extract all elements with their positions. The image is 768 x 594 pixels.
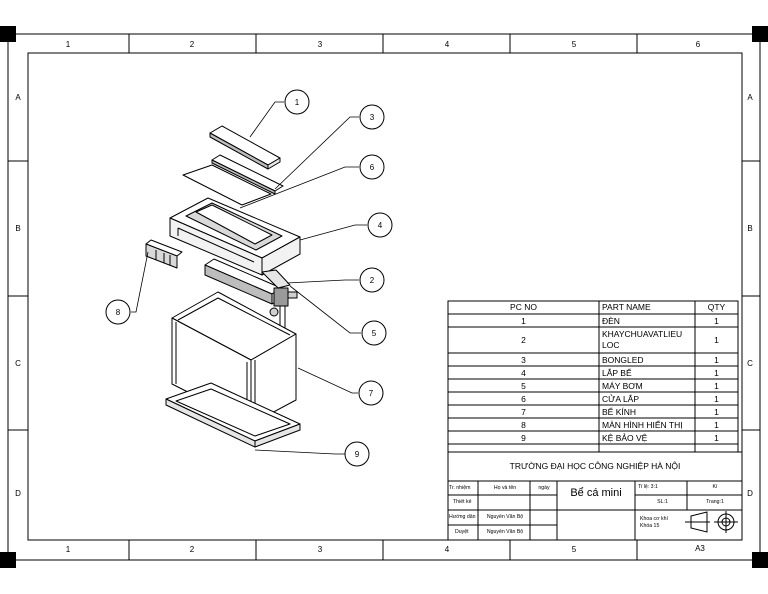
zone-row-a-right: A bbox=[747, 93, 753, 102]
bom-no: 3 bbox=[521, 355, 526, 365]
zone-row-b-right: B bbox=[747, 224, 752, 233]
faculty-label: Khoa cơ khí bbox=[640, 516, 668, 522]
bom-qty: 1 bbox=[714, 368, 719, 378]
role-design: Thiết kế bbox=[453, 499, 472, 505]
zone-row-c-right: C bbox=[747, 359, 753, 368]
zone-col-1-bottom: 1 bbox=[66, 545, 71, 554]
balloon-5: 5 bbox=[372, 329, 377, 338]
quantity-label: SL:1 bbox=[657, 499, 668, 505]
bom-header-no: PC NO bbox=[510, 302, 537, 312]
sheet-size-label: A3 bbox=[695, 544, 705, 553]
balloon-7: 7 bbox=[369, 389, 374, 398]
bom-qty: 1 bbox=[714, 316, 719, 326]
bom-name: KỆ BẢO VỆ bbox=[602, 433, 648, 443]
zone-row-d-right: D bbox=[747, 489, 753, 498]
outer-frame bbox=[7, 33, 761, 561]
bom-no: 7 bbox=[521, 407, 526, 417]
zone-col-2-bottom: 2 bbox=[190, 545, 195, 554]
bom-name: MÀN HÌNH HIỂN THỊ bbox=[602, 420, 683, 430]
balloon-group bbox=[105, 89, 393, 467]
bom-name: BONGLED bbox=[602, 355, 644, 365]
page-label: Trang:1 bbox=[706, 499, 724, 505]
bom-name: KHAYCHUAVATLIEU LOC bbox=[602, 329, 683, 350]
bom-name: CỬA LẮP bbox=[602, 394, 640, 404]
zone-row-b-left: B bbox=[15, 224, 20, 233]
drawing-title: Bể cá mini bbox=[570, 487, 622, 499]
course-label: Khóa 15 bbox=[640, 523, 660, 529]
role-instructor: Hướng dẫn bbox=[449, 514, 476, 520]
bom-qty: 1 bbox=[714, 335, 719, 345]
role-approve: Duyệt bbox=[455, 529, 469, 535]
balloon-6: 6 bbox=[370, 163, 375, 172]
zone-ticks bbox=[8, 34, 760, 560]
part-8-display bbox=[145, 239, 183, 269]
zone-col-4-top: 4 bbox=[445, 40, 450, 49]
part-9-base-stand bbox=[165, 382, 301, 448]
bom-table-grid bbox=[447, 300, 739, 453]
title-block-grid bbox=[447, 451, 743, 541]
zone-row-a-left: A bbox=[15, 93, 21, 102]
bom-name: ĐÈN bbox=[602, 316, 620, 326]
sign-label: Kí bbox=[712, 484, 718, 490]
scale-label: Tỉ lệ: 3:1 bbox=[638, 484, 658, 490]
bom-no: 6 bbox=[521, 394, 526, 404]
bom-header-name: PART NAME bbox=[602, 302, 651, 312]
bom-no: 4 bbox=[521, 368, 526, 378]
zone-row-d-left: D bbox=[15, 489, 21, 498]
school-name: TRƯỜNG ĐẠI HỌC CÔNG NGHIỆP HÀ NỘI bbox=[509, 461, 681, 471]
col-date-header: ngày bbox=[538, 485, 550, 491]
zone-col-3-top: 3 bbox=[318, 40, 323, 49]
bom-no: 2 bbox=[521, 335, 526, 345]
balloon-1: 1 bbox=[295, 98, 300, 107]
balloon-9: 9 bbox=[355, 450, 360, 459]
balloon-3: 3 bbox=[370, 113, 375, 122]
bom-header-qty: QTY bbox=[707, 302, 726, 312]
part-6-cover-door bbox=[182, 164, 272, 206]
name-instructor: Nguyễn Văn Bộ bbox=[486, 514, 524, 520]
bom-name: MÁY BƠM bbox=[602, 381, 643, 391]
bom-qty: 1 bbox=[714, 407, 719, 417]
name-approver: Nguyễn Văn Bộ bbox=[486, 529, 524, 535]
col-name-header: Họ và tên bbox=[493, 485, 517, 491]
bom-qty: 1 bbox=[714, 355, 719, 365]
zone-col-5-top: 5 bbox=[572, 40, 577, 49]
part-4-tank-lid bbox=[169, 197, 301, 276]
bom-no: 1 bbox=[521, 316, 526, 326]
bom-name: BỂ KÍNH bbox=[602, 407, 637, 417]
zone-col-2-top: 2 bbox=[190, 40, 195, 49]
bom-no: 5 bbox=[521, 381, 526, 391]
bom-name: LẮP BỂ bbox=[602, 368, 632, 378]
balloon-4: 4 bbox=[378, 221, 383, 230]
bom-qty: 1 bbox=[714, 394, 719, 404]
bom-no: 8 bbox=[521, 420, 526, 430]
role-responsibility: Tr. nhiệm bbox=[449, 485, 471, 491]
zone-col-5-bottom: 5 bbox=[572, 545, 577, 554]
bom-qty: 1 bbox=[714, 420, 719, 430]
zone-col-3-bottom: 3 bbox=[318, 545, 323, 554]
bom-no: 9 bbox=[521, 433, 526, 443]
part-1-light bbox=[209, 125, 281, 170]
zone-col-4-bottom: 4 bbox=[445, 545, 450, 554]
bom-qty: 1 bbox=[714, 381, 719, 391]
projection-symbol-icon bbox=[685, 511, 738, 533]
balloon-2: 2 bbox=[370, 276, 375, 285]
zone-row-c-left: C bbox=[15, 359, 21, 368]
leader-lines bbox=[131, 101, 367, 455]
zone-col-6-top: 6 bbox=[696, 40, 701, 49]
balloon-8: 8 bbox=[116, 308, 121, 317]
bom-qty: 1 bbox=[714, 433, 719, 443]
zone-col-1-top: 1 bbox=[66, 40, 71, 49]
